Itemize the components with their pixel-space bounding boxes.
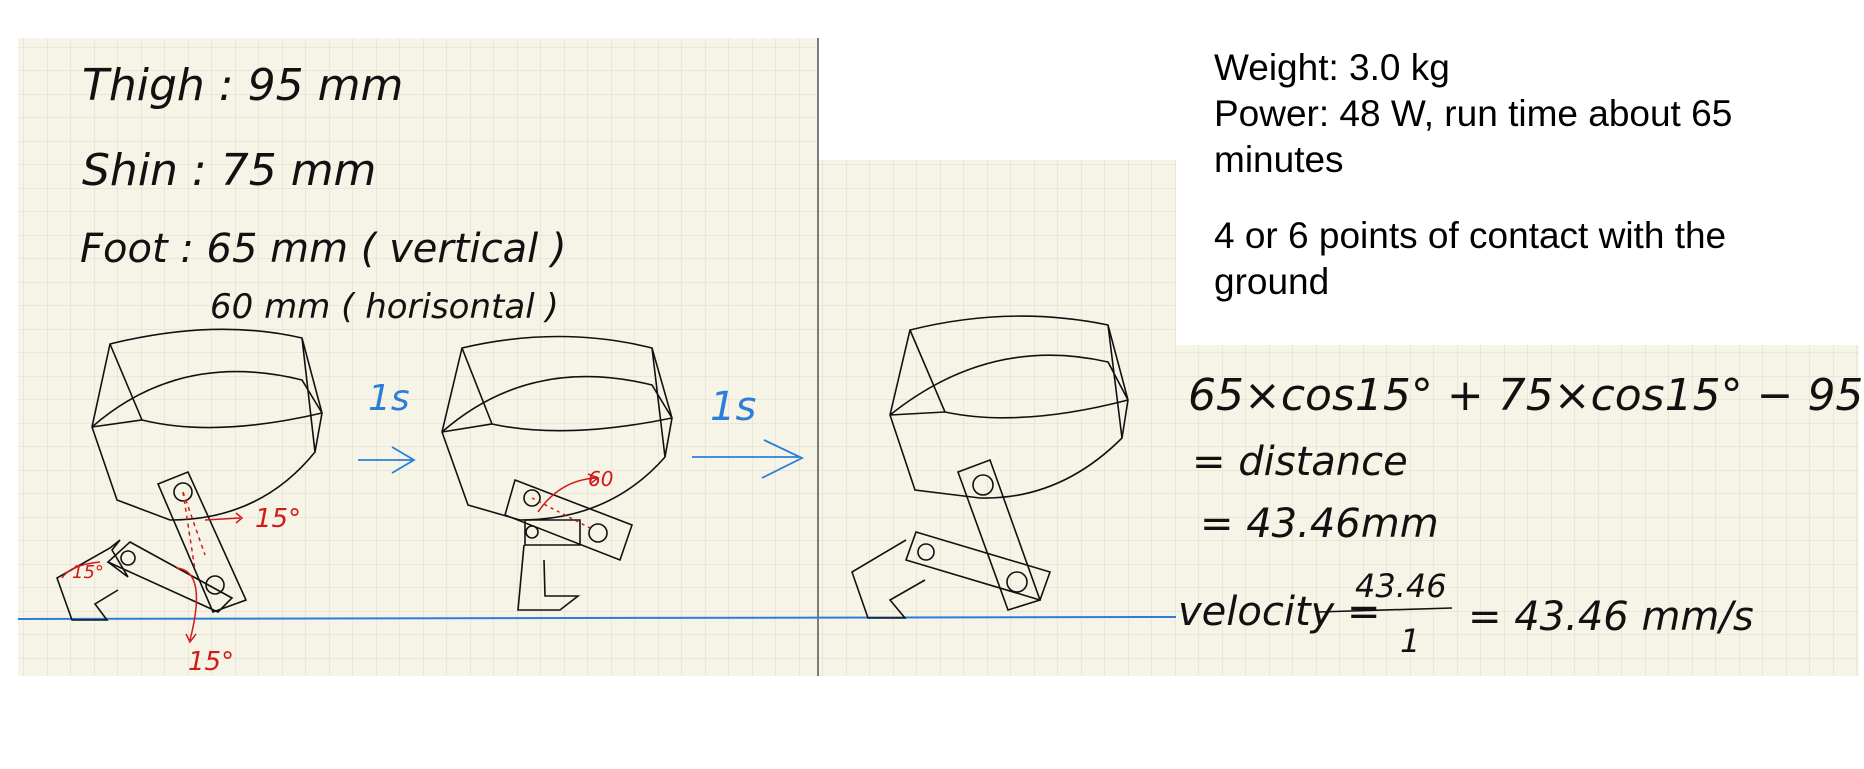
robot-pose-1: [56, 328, 323, 621]
velocity-numerator: 43.46: [1355, 567, 1447, 605]
paper-panel-left: [18, 38, 818, 676]
motion-arrow-2: [692, 439, 805, 479]
robot-body-3: [889, 315, 1129, 499]
paper-panel-middle: [818, 160, 1176, 676]
angle-label-lower: 15°: [188, 647, 234, 677]
robot-foot-2: [517, 544, 581, 611]
paper-panel-right: [1176, 345, 1859, 676]
angle-label-thigh: 15°: [255, 504, 301, 534]
robot-body-2: [441, 335, 673, 521]
velocity-result: = 43.46 mm/s: [1468, 594, 1754, 640]
robot-foot-1: [56, 539, 129, 621]
velocity-label: velocity =: [1178, 589, 1381, 635]
robot-shin-3: [904, 531, 1052, 601]
fraction-bar: [1317, 607, 1453, 613]
angle-label-foot: 15°: [72, 562, 104, 583]
power-spec-line2: minutes: [1214, 139, 1344, 180]
angle-markers-2: [531, 473, 600, 529]
contact-spec-line1: 4 or 6 points of contact with the: [1214, 215, 1727, 256]
robot-thigh-2: [504, 478, 634, 562]
weight-spec: Weight: 3.0 kg: [1214, 47, 1450, 88]
angle-markers-1: [61, 491, 244, 644]
time-step-label-2: 1s: [710, 384, 756, 430]
velocity-denominator: 1: [1400, 622, 1420, 660]
robot-pose-2: [441, 335, 673, 611]
robot-shin-2: [524, 519, 581, 546]
foot-horizontal-note: 60 mm ( horisontal ): [210, 287, 559, 327]
distance-result: = 43.46mm: [1200, 501, 1439, 547]
robot-pose-3: [851, 315, 1129, 619]
distance-label: = distance: [1192, 439, 1408, 485]
time-step-label-1: 1s: [368, 378, 410, 419]
spacer: [1214, 183, 1864, 213]
ground-line: [17, 616, 1177, 620]
thigh-length-note: Thigh : 95 mm: [82, 60, 403, 111]
motion-arrow-1: [358, 446, 416, 474]
angle-label-mid: 60: [588, 467, 613, 491]
shin-length-note: Shin : 75 mm: [82, 145, 376, 196]
foot-vertical-note: Foot : 65 mm ( vertical ): [80, 226, 567, 272]
power-spec-line1: Power: 48 W, run time about 65: [1214, 93, 1733, 134]
robot-foot-3: [851, 539, 926, 619]
distance-equation: 65×cos15° + 75×cos15° − 95×cos15°: [1188, 370, 1864, 421]
contact-spec-line2: ground: [1214, 261, 1330, 302]
robot-body-1: [91, 328, 323, 521]
spec-notes: Weight: 3.0 kg Power: 48 W, run time abo…: [1176, 0, 1864, 345]
robot-thigh-1: [156, 470, 248, 614]
